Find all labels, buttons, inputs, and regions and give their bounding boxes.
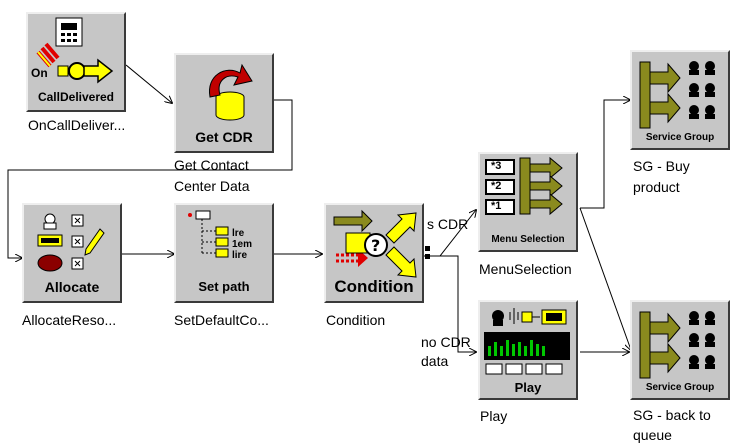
edge-menu-sgbuy [580,100,630,209]
menu-keypad-icon [485,156,563,216]
caption-menu-selection: MenuSelection [479,261,572,277]
caption-allocate: AllocateReso... [22,312,117,328]
node-get-cdr[interactable]: Get CDR [174,53,274,153]
phone-call-icon [36,17,114,84]
node-set-path[interactable]: lre 1em lire Set path [174,203,274,303]
node-menu-selection[interactable]: *3 *2 *1 Menu Selection [478,152,578,252]
node-inner-label: Menu Selection [491,234,565,245]
tree-item-label: lire [232,250,248,261]
node-inner-label: Get CDR [195,129,253,145]
node-sg-buy[interactable]: Service Group [630,50,730,150]
database-red-arrow-icon [209,63,253,121]
node-inner-label: Set path [198,279,250,294]
menu-key-label: *1 [491,200,502,212]
node-sg-back[interactable]: Service Group [630,300,730,400]
node-inner-label: Play [514,380,542,395]
caption-condition: Condition [326,312,386,328]
caption-set-path: SetDefaultCo... [174,312,269,328]
edge-label-cdr: s CDR [427,216,469,232]
allocate-resources-icon [37,213,105,272]
node-inner-label: Service Group [645,132,715,143]
tree-item-label: 1em [232,239,253,250]
edge-menu-sgback [579,207,631,350]
edge-oncall-getcdr [125,64,172,103]
node-inner-label: Service Group [645,382,715,393]
caption-play: Play [480,408,508,424]
node-inner-label: CallDelivered [37,90,115,104]
node-play[interactable]: Play [478,300,578,400]
service-group-icon [639,61,715,129]
edge-condition-play [424,255,476,352]
tree-item-label: lre [232,228,245,239]
service-group-icon [639,311,715,379]
folder-tree-icon [188,210,229,258]
node-condition[interactable]: ? Condition [324,203,424,303]
selection-handle[interactable] [425,254,430,259]
node-allocate[interactable]: Allocate [22,203,122,303]
condition-question-icon: ? [333,209,417,278]
selection-handle[interactable] [425,246,430,251]
menu-key-label: *3 [491,160,502,172]
audio-play-icon [484,308,570,375]
node-inner-prefix: On [31,66,48,80]
caption-on-call-delivered: OnCallDeliver... [28,117,126,133]
menu-key-label: *2 [491,180,502,192]
node-inner-label: Allocate [44,279,100,295]
node-on-call-delivered[interactable]: On CallDelivered [26,12,126,112]
edge-getcdr-allocate [7,99,293,258]
svg-text:?: ? [371,236,380,255]
node-inner-label: Condition [334,277,414,296]
